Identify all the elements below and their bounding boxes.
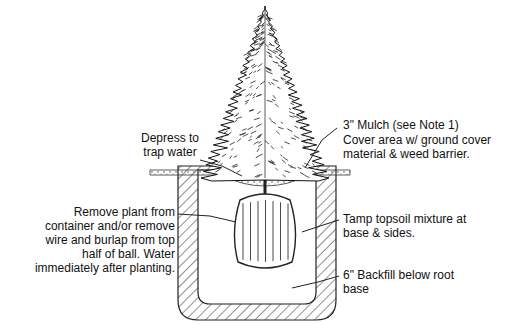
callout-label: Remove plant from container and/or remov… [22,205,176,275]
callout-label: Depress to trap water [133,131,207,159]
callout-label: Cover area w/ ground cover material & we… [342,133,509,161]
callout-label: 6" Backfill below root base [342,268,484,296]
tree [201,6,329,181]
burlap-lines [243,200,288,262]
existing-soil [178,166,336,320]
callout-label: Tamp topsoil mixture at base & sides. [342,212,484,240]
planting-pit [198,170,316,304]
root-ball [234,194,295,268]
callout-label: 3" Mulch (see Note 1) [342,118,514,132]
